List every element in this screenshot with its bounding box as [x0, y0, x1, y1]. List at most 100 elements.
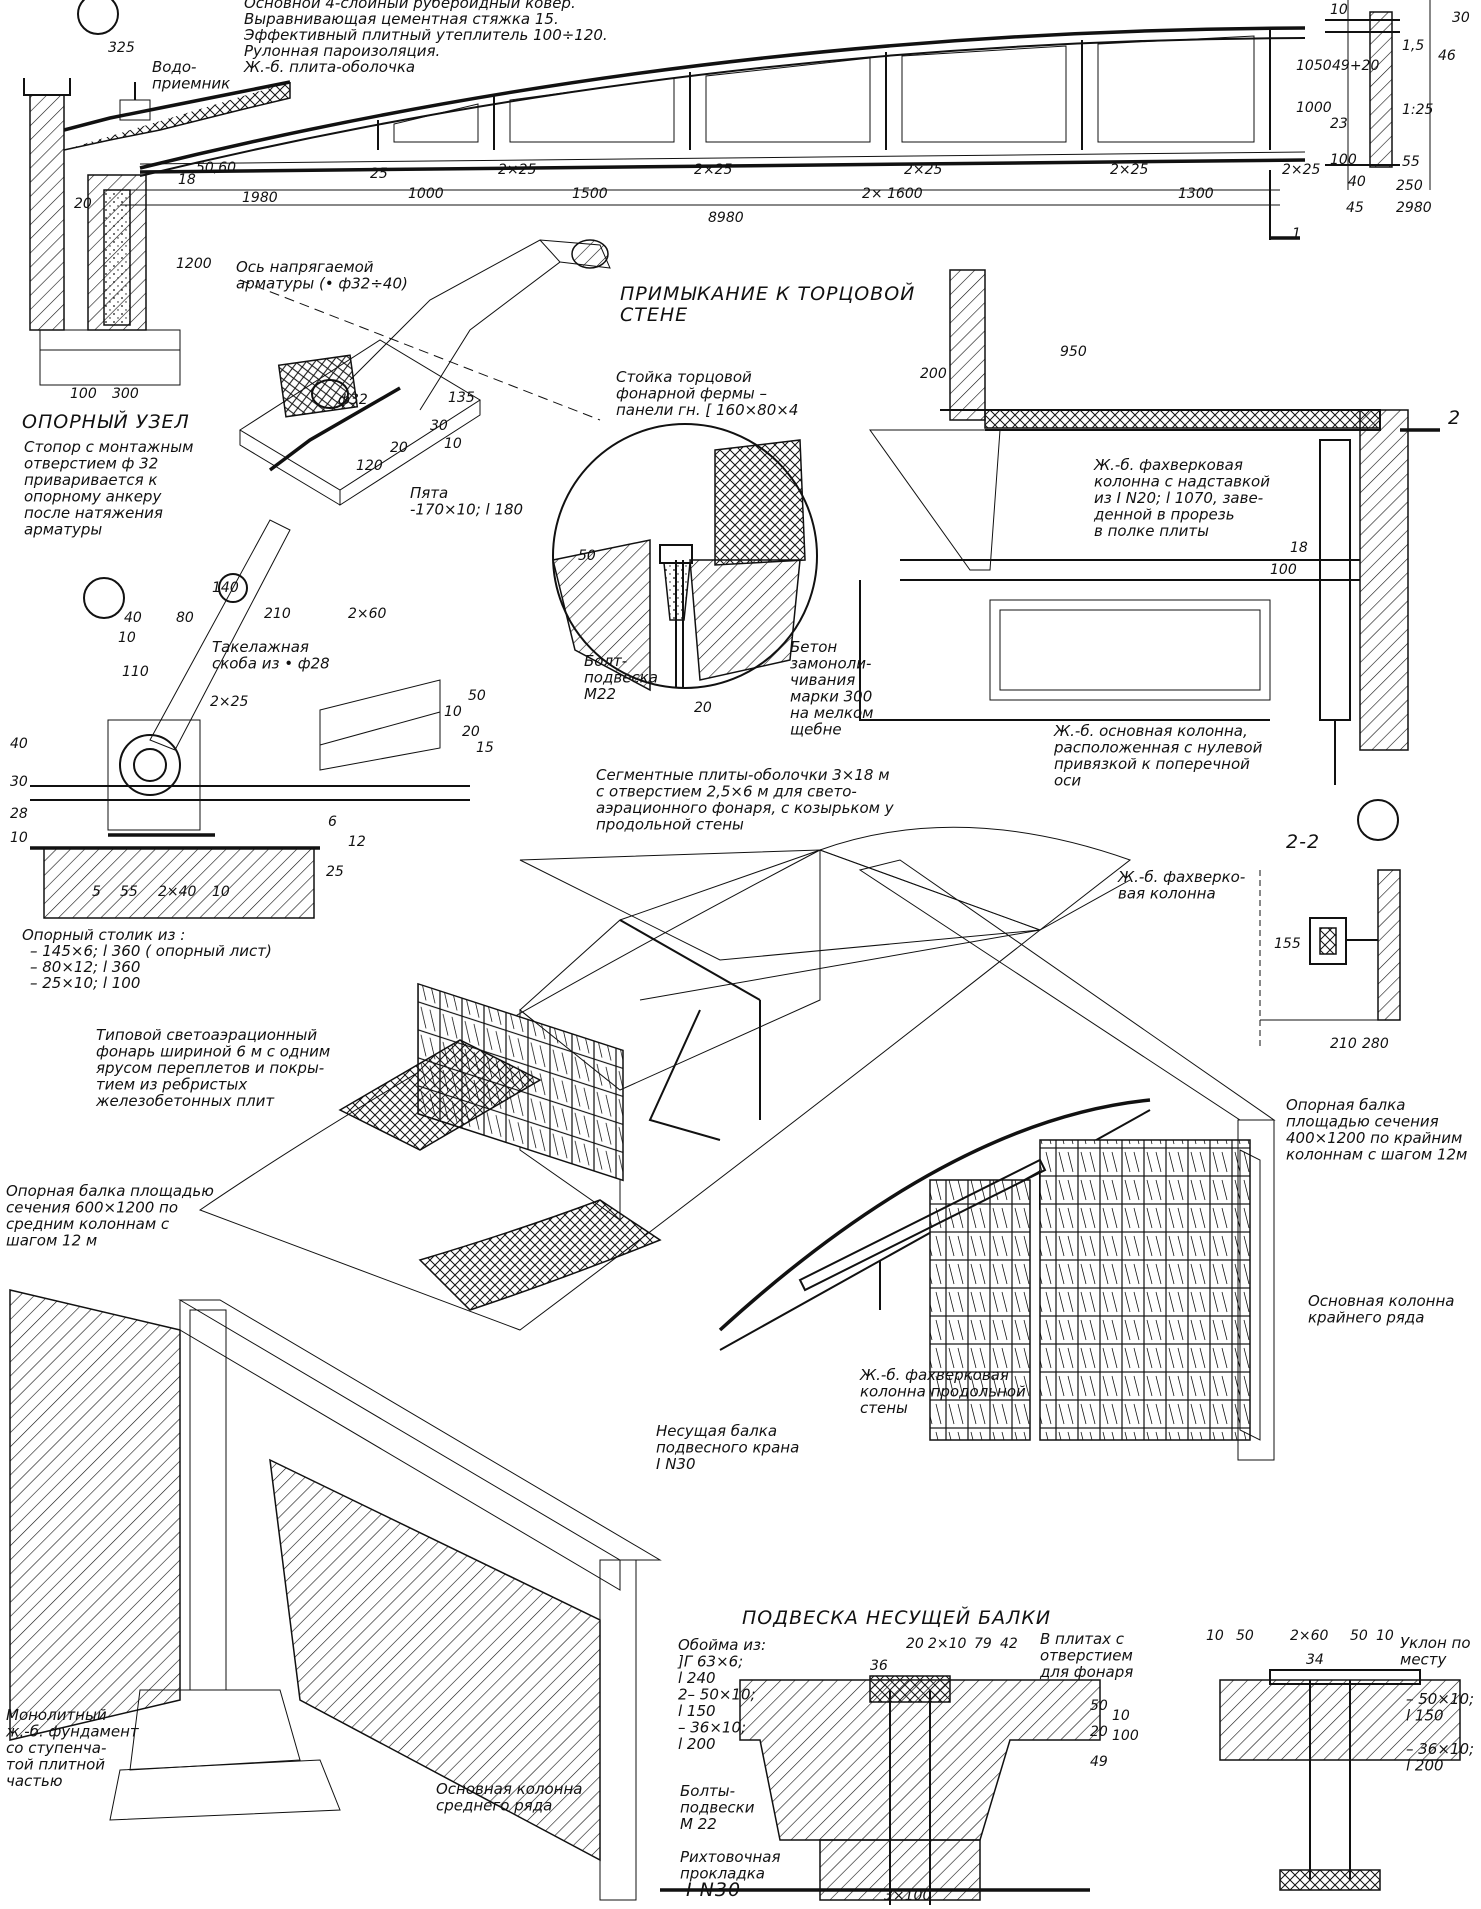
rdim-5: 100: [1330, 152, 1357, 168]
section-22-title: 2-2: [1286, 831, 1320, 853]
detail-marker-circle-2: [83, 577, 125, 619]
mid-column-far: [599, 1559, 637, 1901]
support-node-drawing: [77, 0, 611, 506]
section-22-drawing: [1259, 799, 1401, 1050]
rg-dim-8: 50: [468, 688, 486, 704]
bracket-eye: [218, 573, 248, 603]
truss-end: [349, 239, 561, 411]
rg-dim-20: 55: [120, 884, 138, 900]
rg-dim-16: 6: [328, 814, 337, 830]
bottom-chord: [139, 158, 1306, 174]
rg-dim-10: 20: [462, 724, 480, 740]
rigging-truss-end: [319, 679, 441, 771]
rdim-3: 1000: [1296, 100, 1332, 116]
column-core: [103, 189, 131, 326]
suspension-title: ПОДВЕСКА НЕСУЩЕЙ БАЛКИ: [742, 1606, 1051, 1629]
roof-layer-1: Основной 4-слойный рубероидный ковер.: [244, 0, 576, 12]
rdim-13: 45: [1346, 200, 1364, 216]
dim-top-6: 25: [370, 166, 388, 182]
right-wall-detail: [1369, 11, 1393, 168]
column-base: [39, 329, 181, 386]
s22-dim-0: 155: [1274, 936, 1301, 952]
sr-dim-5: 34: [1306, 1652, 1324, 1668]
gutter: [23, 78, 71, 96]
dim-span-1600: 2× 1600: [862, 186, 923, 202]
beam-label: I N30: [686, 1879, 741, 1901]
crane-beam: [798, 1158, 1047, 1292]
mid-column: [189, 1309, 227, 1691]
rg-dim-11: 15: [476, 740, 494, 756]
su-dim-5: 50: [1090, 1698, 1108, 1714]
support-node-title: ОПОРНЫЙ УЗЕЛ: [22, 410, 190, 433]
sr-dim-2: 2×60: [1290, 1628, 1329, 1644]
rdim-12: 250: [1396, 178, 1423, 194]
dim-left-18: 18: [178, 172, 196, 188]
section-22-label: Ж.-б. фахверко-вая колонна: [1117, 868, 1245, 903]
rg-dim-21: 2×40: [158, 884, 197, 900]
ew-dim-1: 20: [694, 700, 712, 716]
sn-dim-3: 10: [444, 436, 462, 452]
rg-dim-6: 110: [122, 664, 149, 680]
rg-dim-5: 10: [118, 630, 136, 646]
s22-dim-1: 210: [1330, 1036, 1357, 1052]
su-dim-9: 100: [1112, 1728, 1139, 1744]
rigging-pin-outer: [119, 734, 181, 796]
ew-dim-2: 200: [920, 366, 947, 382]
top-roof-section: [23, 0, 1431, 386]
rg-dim-19: 5: [92, 884, 101, 900]
roof-layer-5: Ж.-б. плита-оболочка: [243, 58, 415, 76]
su-dim-10: 3×100: [884, 1888, 931, 1904]
main-column-label: Ж.-б. основная колонна,расположенная с н…: [1053, 722, 1263, 790]
roof-layer-4: Рулонная пароизоляция.: [244, 42, 440, 60]
dim-top-4: 2×25: [1110, 162, 1149, 178]
sn-dim-4: 20: [390, 440, 408, 456]
left-wall: [29, 94, 65, 331]
dim-top-3: 2×25: [904, 162, 943, 178]
section-mark-2: 2: [1448, 407, 1461, 429]
water-intake-label: Водо-приемник: [152, 58, 230, 93]
right-dims: 10 1050 49+20 1000 23 100 1,5 1:25 46 30…: [1296, 2, 1470, 216]
dim-total: 8980: [708, 210, 744, 226]
tendon-end: [571, 239, 609, 269]
roof-insulation: [63, 82, 291, 151]
s22-dim-2: 280: [1362, 1036, 1389, 1052]
rg-dim-18: 25: [326, 864, 344, 880]
dim-top-2: 2×25: [694, 162, 733, 178]
support-table: [43, 847, 315, 919]
end-wall-detail: [552, 423, 818, 692]
dim-top-1: 2×25: [498, 162, 537, 178]
support-table-item-2: – 80×12; l 360: [30, 958, 140, 976]
roof-layer-2: Выравнивающая цементная стяжка 15.: [244, 10, 559, 28]
sn-dim-0: ф32: [338, 392, 368, 408]
sn-dim-1: 135: [448, 390, 475, 406]
dim-325: 325: [108, 40, 135, 56]
rdim-8: 46: [1438, 48, 1456, 64]
foundation: [129, 1689, 301, 1771]
dim-left-1200: 1200: [176, 256, 212, 272]
rdim-4: 23: [1330, 116, 1348, 132]
iso-arch-truss: [718, 1098, 1151, 1332]
detail-marker-circle: [77, 0, 119, 35]
su-dim-8: 10: [1112, 1708, 1130, 1724]
sr-dim-4: 10: [1376, 1628, 1394, 1644]
rdim-2: 49+20: [1332, 58, 1379, 74]
rdim-7: 1:25: [1402, 102, 1434, 118]
rg-dim-13: 40: [10, 736, 28, 752]
su-dim-1: 2×10: [928, 1636, 967, 1652]
roof-layers-list: Основной 4-слойный рубероидный ковер. Вы…: [243, 0, 608, 76]
dim-span-1500: 1500: [572, 186, 608, 202]
su-dim-7: 49: [1090, 1754, 1108, 1770]
